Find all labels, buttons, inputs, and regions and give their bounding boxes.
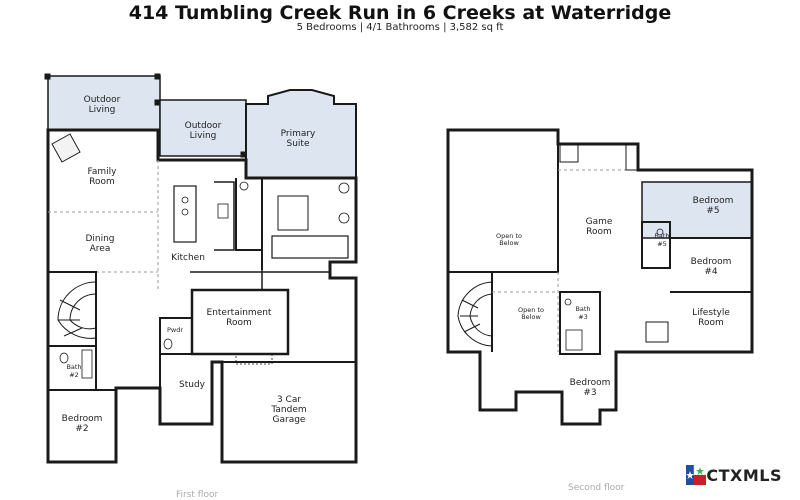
svg-text:Below: Below	[499, 239, 519, 247]
svg-text:Open to: Open to	[518, 306, 544, 314]
svg-text:Outdoor: Outdoor	[84, 95, 121, 105]
room-game-room: Game Room	[586, 217, 613, 237]
svg-text:#5: #5	[706, 206, 719, 216]
room-study: Study	[179, 380, 206, 390]
page-subtitle: 5 Bedrooms | 4/1 Bathrooms | 3,582 sq ft	[296, 22, 504, 33]
svg-text:Room: Room	[89, 177, 115, 187]
svg-text:Bath: Bath	[575, 305, 590, 313]
page-title: 414 Tumbling Creek Run in 6 Creeks at Wa…	[128, 2, 672, 24]
room-dining-area: Dining Area	[85, 234, 114, 254]
svg-text:#5: #5	[657, 240, 667, 248]
ctxmls-logo: CTXMLS	[686, 465, 782, 485]
room-bath-2: Bath #2	[66, 363, 81, 379]
svg-text:3 Car: 3 Car	[277, 395, 301, 405]
svg-text:Family: Family	[88, 167, 118, 177]
room-bath-5: Bath #5	[654, 232, 669, 248]
svg-text:Bedroom: Bedroom	[570, 378, 611, 388]
svg-text:Living: Living	[190, 131, 217, 141]
svg-text:Outdoor: Outdoor	[185, 121, 222, 131]
svg-text:Open to: Open to	[496, 232, 522, 240]
room-kitchen: Kitchen	[171, 253, 205, 263]
svg-text:Room: Room	[698, 318, 724, 328]
room-entertainment: Entertainment Room	[207, 308, 272, 328]
second-floor-plan: Open to Below Open to Below Game Room Be…	[446, 128, 754, 426]
room-primary-suite: Primary Suite	[281, 129, 316, 149]
first-floor-outer-wall	[46, 128, 358, 464]
room-garage: 3 Car Tandem Garage	[270, 395, 306, 425]
svg-text:Entertainment: Entertainment	[207, 308, 272, 318]
room-open-to-below-1: Open to Below	[496, 232, 522, 247]
room-outdoor-living-mid: Outdoor Living	[185, 121, 222, 141]
svg-text:Lifestyle: Lifestyle	[692, 308, 730, 318]
room-bedroom-2: Bedroom #2	[62, 414, 103, 434]
first-floor-caption: First floor	[176, 490, 219, 500]
svg-text:#4: #4	[704, 267, 718, 277]
room-bath-3: Bath #3	[575, 305, 590, 321]
svg-text:Suite: Suite	[287, 139, 310, 149]
svg-text:Bath: Bath	[66, 363, 81, 371]
svg-text:Game: Game	[586, 217, 613, 227]
svg-text:#3: #3	[583, 388, 596, 398]
svg-text:Bedroom: Bedroom	[693, 196, 734, 206]
room-lifestyle-room: Lifestyle Room	[692, 308, 730, 328]
room-bedroom-4: Bedroom #4	[691, 257, 732, 277]
svg-text:Living: Living	[89, 105, 116, 115]
texas-star-icon	[686, 465, 707, 485]
svg-text:#2: #2	[75, 424, 88, 434]
room-bedroom-3: Bedroom #3	[570, 378, 611, 398]
first-floor-plan: Outdoor Living Outdoor Living Primary Su…	[44, 73, 358, 464]
room-bedroom-5: Bedroom #5	[693, 196, 734, 216]
svg-text:#2: #2	[69, 371, 79, 379]
room-outdoor-living-left: Outdoor Living	[84, 95, 121, 115]
svg-text:Below: Below	[521, 313, 541, 321]
svg-text:Primary: Primary	[281, 129, 316, 139]
svg-text:Dining: Dining	[85, 234, 114, 244]
outdoor-living-mid-area	[159, 99, 247, 157]
svg-text:Area: Area	[90, 244, 111, 254]
svg-text:#3: #3	[578, 313, 588, 321]
second-floor-caption: Second floor	[568, 483, 625, 493]
svg-text:Garage: Garage	[273, 415, 306, 425]
room-family-room: Family Room	[88, 167, 118, 187]
svg-text:Bath: Bath	[654, 232, 669, 240]
room-pwdr: Pwdr	[167, 326, 183, 334]
room-open-to-below-2: Open to Below	[518, 306, 544, 321]
outdoor-living-left-area	[47, 75, 161, 131]
svg-text:Bedroom: Bedroom	[691, 257, 732, 267]
svg-text:Bedroom: Bedroom	[62, 414, 103, 424]
svg-text:Room: Room	[226, 318, 252, 328]
svg-text:Room: Room	[586, 227, 612, 237]
svg-text:Tandem: Tandem	[270, 405, 306, 415]
logo-text: CTXMLS	[706, 465, 782, 485]
